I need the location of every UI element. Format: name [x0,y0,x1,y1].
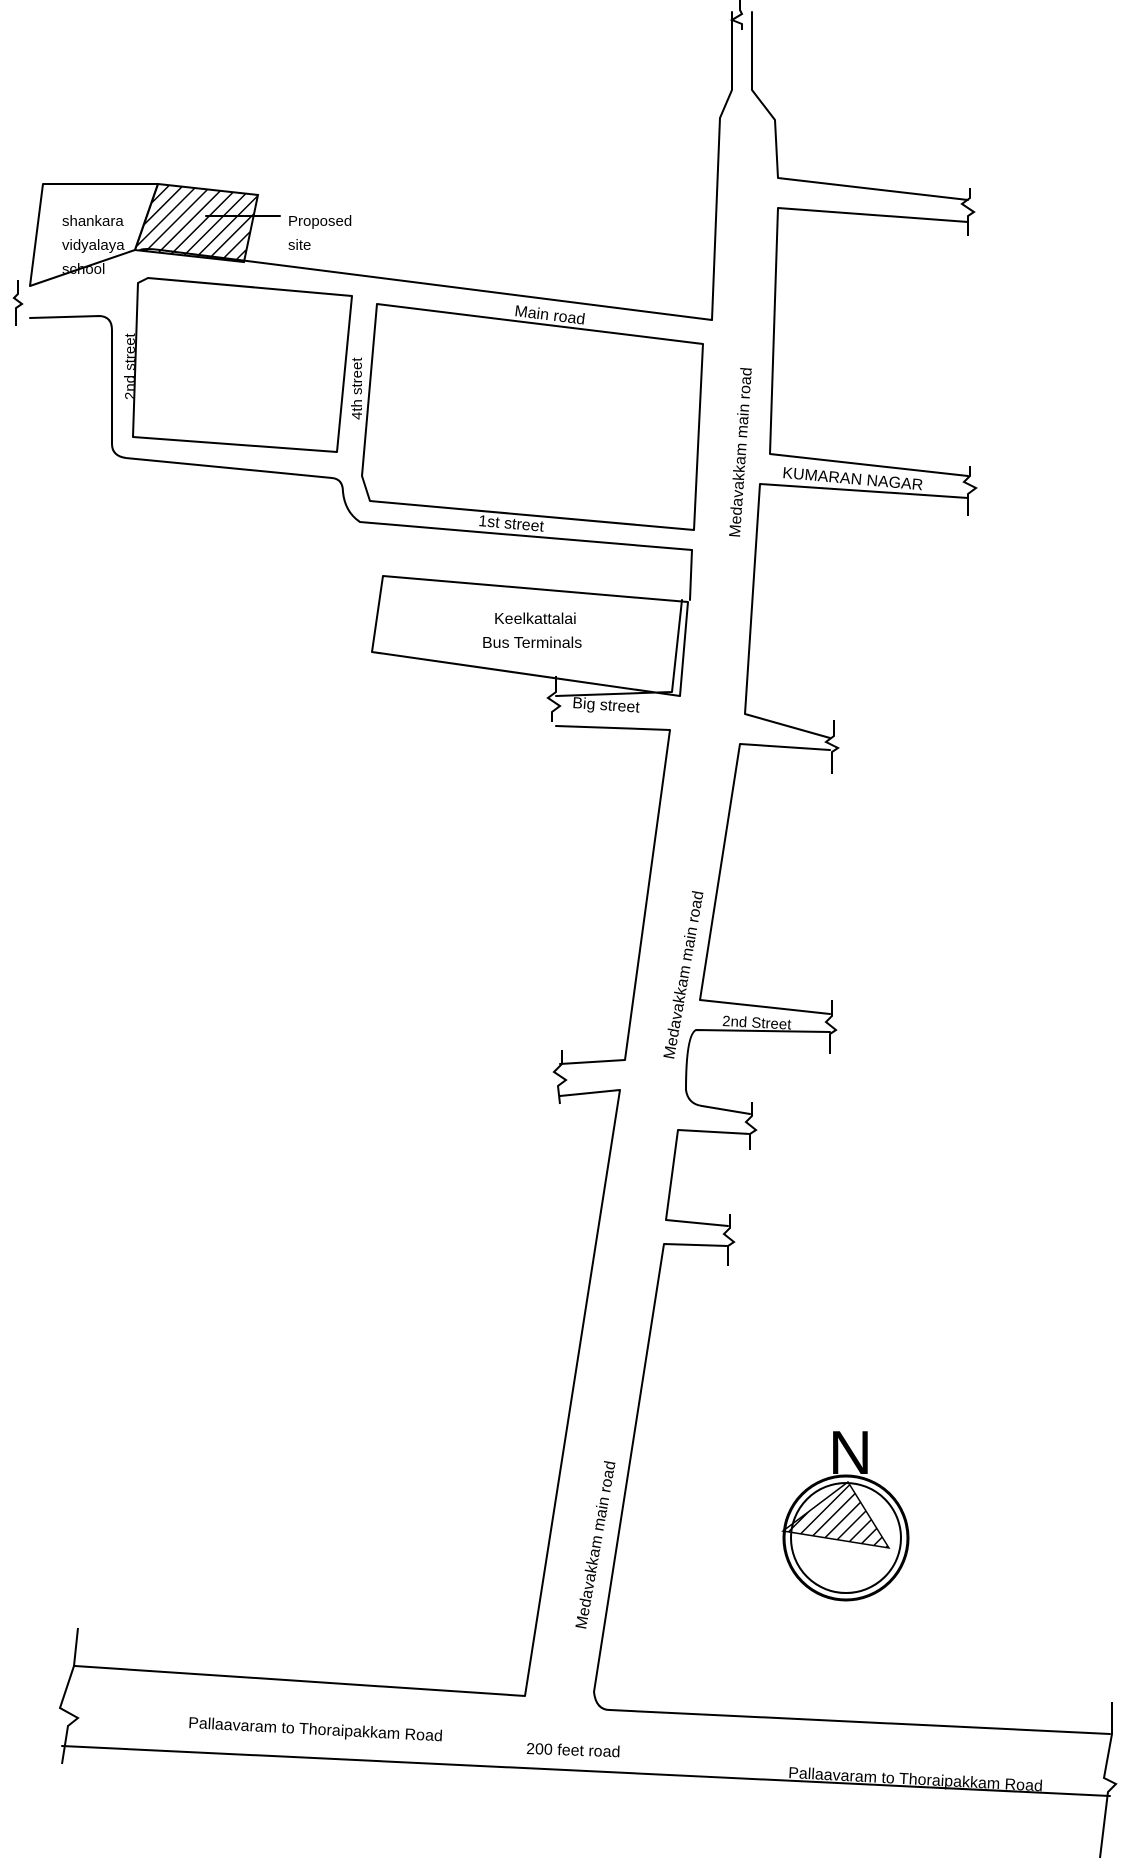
school-label-line1: shankara [62,213,124,230]
medavakkam-label-bottom: Medavakkam main road [573,1460,619,1631]
school-label-line3: school [62,261,105,278]
fourth-street-label: 4th street [349,357,366,420]
proposed-site-label-line1: Proposed [288,213,352,230]
main-road [29,248,713,551]
proposed-site-label-line2: site [288,237,311,254]
bus-terminal-block [371,575,689,697]
first-street-label: 1st street [478,513,546,536]
medavakkam-label-middle: Medavakkam main road [661,890,707,1061]
medavakkam-main-road [61,11,1111,1797]
north-compass: N [781,1419,910,1602]
bus-terminal-label-line2: Bus Terminals [482,635,582,652]
proposed-site [133,182,281,264]
pallavaram-label-east: Pallaavaram to Thoraipakkam Road [788,1765,1043,1795]
bus-terminal-label-line1: Keelkattalai [494,611,577,628]
school-label-line2: vidyalaya [62,237,125,254]
medavakkam-label-top: Medavakkam main road [727,367,756,539]
big-street-label: Big street [572,695,641,717]
second-street-label: 2nd street [122,332,139,400]
feet-road-label: 200 feet road [526,1741,621,1761]
road-break-marks [12,0,1118,1859]
second-street-east-label: 2nd Street [722,1013,793,1034]
pallavaram-label-west: Pallaavaram to Thoraipakkam Road [188,1715,443,1745]
